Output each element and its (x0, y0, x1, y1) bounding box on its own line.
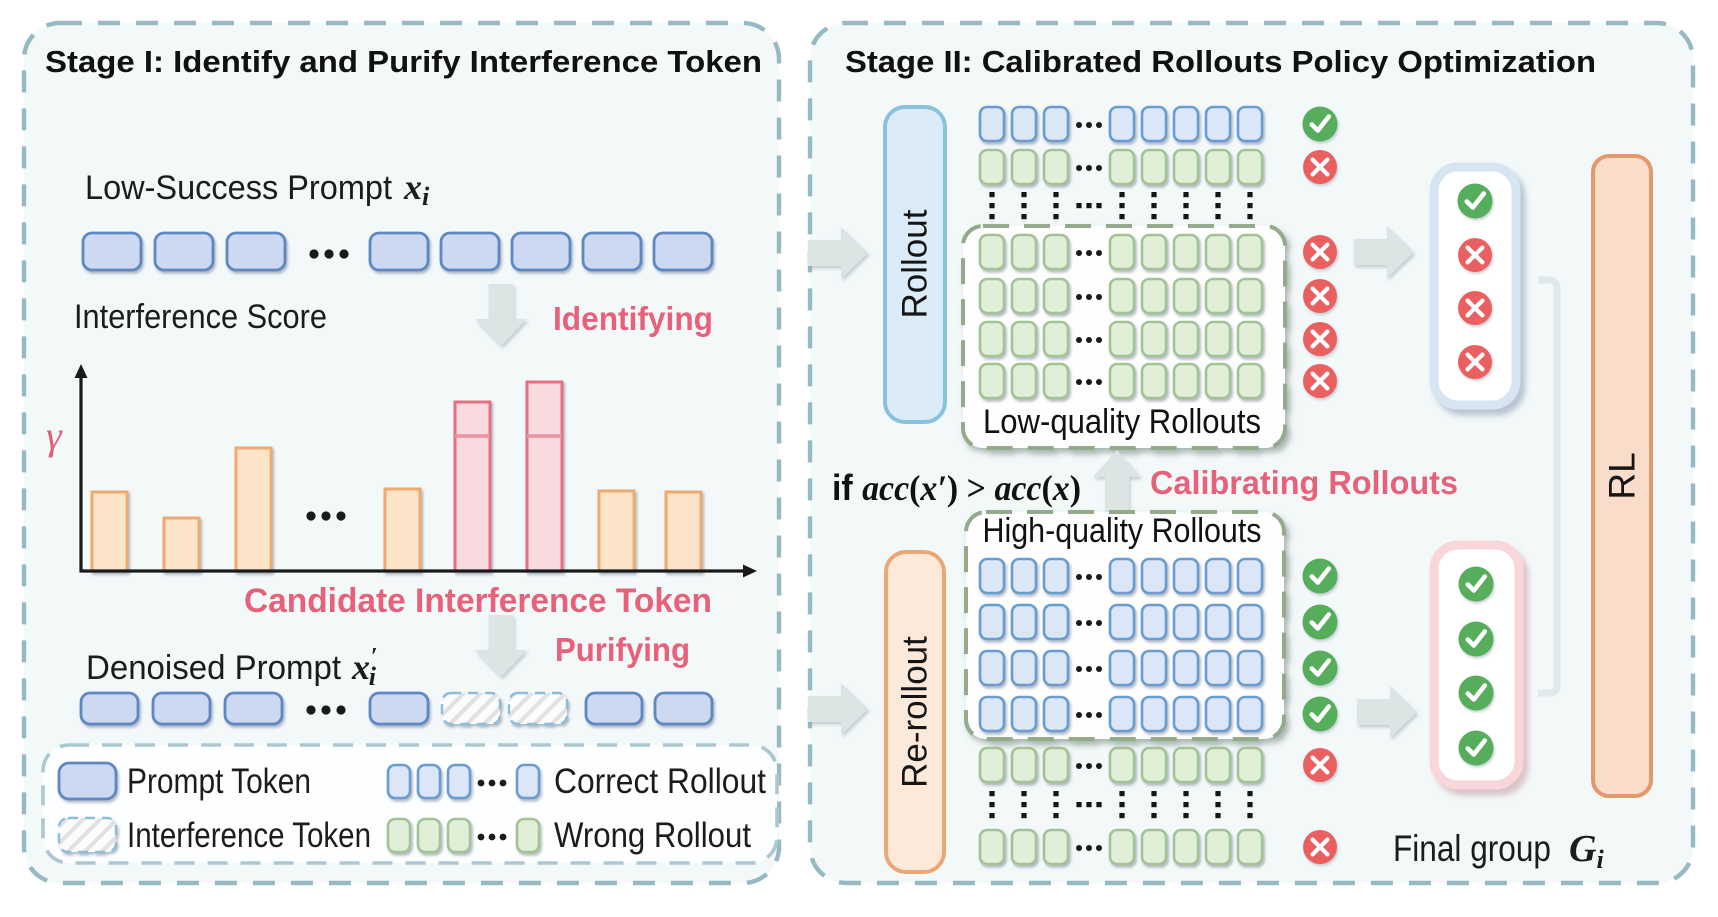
svg-text:Gi: Gi (1569, 828, 1604, 874)
svg-text:Re-rollout: Re-rollout (896, 636, 935, 788)
svg-text:γ: γ (46, 413, 63, 458)
svg-text:Denoised Prompt: Denoised Prompt (86, 649, 342, 687)
svg-text:Stage I: Identify and Purify I: Stage I: Identify and Purify Interferenc… (45, 44, 762, 79)
svg-text:Stage II: Calibrated Rollouts: Stage II: Calibrated Rollouts Policy Opt… (845, 44, 1596, 79)
svg-text:RL: RL (1602, 452, 1643, 499)
svg-text:Rollout: Rollout (896, 209, 935, 318)
svg-text:Calibrating Rollouts: Calibrating Rollouts (1150, 464, 1458, 501)
svg-text:Low-quality Rollouts: Low-quality Rollouts (983, 403, 1261, 441)
svg-text:if acc(x′) > acc(x): if acc(x′) > acc(x) (832, 467, 1081, 508)
svg-text:Correct Rollout: Correct Rollout (554, 762, 766, 801)
svg-text:Purifying: Purifying (555, 631, 690, 668)
svg-text:Wrong Rollout: Wrong Rollout (554, 816, 751, 855)
svg-text:Interference Token: Interference Token (127, 816, 371, 855)
svg-text:Identifying: Identifying (553, 300, 713, 337)
svg-text:High-quality Rollouts: High-quality Rollouts (983, 512, 1262, 550)
svg-text:Prompt Token: Prompt Token (127, 762, 311, 801)
svg-text:Candidate Interference Token: Candidate Interference Token (244, 582, 712, 620)
svg-text:Low-Success Prompt: Low-Success Prompt (85, 169, 393, 207)
svg-text:Interference Score: Interference Score (74, 298, 327, 336)
svg-text:xi: xi (403, 167, 430, 211)
svg-text:x′i: x′i (351, 644, 378, 691)
svg-text:Final group: Final group (1393, 828, 1551, 869)
